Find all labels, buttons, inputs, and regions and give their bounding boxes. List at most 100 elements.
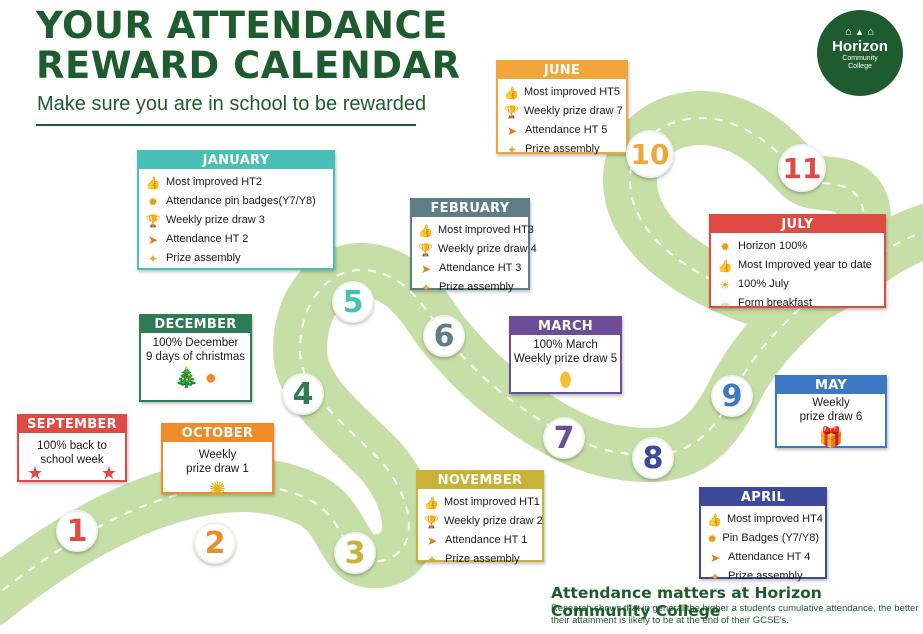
list-item: ☕Form breakfast	[717, 294, 878, 313]
card-september: SEPTEMBER 100% back to school week ★ ★	[17, 414, 127, 483]
thumbs-up-icon: 👍	[717, 258, 733, 273]
card-june: JUNE 👍Most improved HT5 🏆Weekly prize dr…	[496, 60, 628, 157]
thumbs-up-icon: 👍	[424, 495, 439, 510]
list-item: 👍Most improved HT5	[504, 85, 620, 100]
list-item: ✹Horizon 100%	[717, 237, 878, 256]
card-january: JANUARY 👍Most improved HT2 ✹Attendance p…	[137, 150, 335, 270]
card-title: MAY	[777, 377, 885, 394]
card-october: OCTOBER Weekly prize draw 1 ✺	[161, 423, 274, 501]
runner-icon: ➤	[506, 123, 518, 138]
list-item: ✹Attendance pin badges(Y7/Y8)	[145, 192, 327, 211]
card-title: SEPTEMBER	[19, 416, 125, 433]
card-text-2: prize draw 1	[186, 463, 249, 475]
card-title: NOVEMBER	[418, 472, 542, 489]
marker-6: 6	[423, 315, 465, 357]
card-text-1: 100% March	[533, 339, 598, 351]
card-text-2: school week	[40, 454, 104, 466]
list-item: ☀100% July	[717, 275, 878, 294]
page-subtitle: Make sure you are in school to be reward…	[37, 93, 427, 115]
pin-badge-icon: ✹	[147, 194, 159, 209]
marker-11: 11	[778, 144, 826, 192]
breakfast-icon: ☕	[719, 296, 731, 311]
footer-title: Attendance matters at Horizon Community …	[551, 584, 822, 620]
card-february: FEBRUARY 👍Most improved HT3 🏆Weekly priz…	[410, 198, 537, 295]
college-logo: ⌂ ▴ ⌂ Horizon Community College	[817, 10, 903, 96]
list-item: ➤Attendance HT 1	[424, 531, 536, 550]
card-title: APRIL	[701, 489, 825, 506]
card-text-1: 100% December	[152, 337, 239, 349]
card-april: APRIL 👍Most improved HT4 ✹Pin Badges (Y7…	[699, 487, 827, 584]
title-line-2: REWARD CALENDAR	[36, 44, 461, 87]
list-item: 👍Most Improved year to date	[717, 258, 872, 273]
thumbs-up-icon: 👍	[707, 512, 722, 527]
list-item: ➤Attendance HT 4	[707, 548, 819, 567]
card-title: JANUARY	[139, 152, 333, 169]
card-may: MAY Weekly prize draw 6 🎁	[775, 375, 887, 449]
card-title: FEBRUARY	[412, 200, 528, 217]
runner-icon: ➤	[426, 533, 438, 548]
list-item: 🏆Weekly prize draw 7	[504, 104, 623, 119]
list-item: ✦Prize assembly	[424, 550, 536, 569]
marker-5: 5	[332, 281, 374, 323]
sparkle-icon: ✦	[426, 552, 438, 567]
list-item: ✦Prize assembly	[707, 567, 819, 586]
bauble-icon: ●	[204, 367, 217, 389]
card-november: NOVEMBER 👍Most improved HT1 🏆Weekly priz…	[416, 470, 544, 567]
medal-icon: ✹	[719, 239, 731, 254]
thumbs-up-icon: 👍	[504, 85, 519, 100]
runner-icon: ➤	[147, 232, 159, 247]
christmas-tree-icon: 🎄	[174, 367, 200, 389]
marker-4: 4	[282, 373, 324, 415]
star-icon: ★	[100, 463, 117, 483]
runner-icon: ➤	[709, 550, 721, 565]
card-text-2: 9 days of christmas	[145, 351, 246, 363]
logo-name: Horizon	[832, 38, 888, 55]
logo-sub-1: Community	[842, 55, 878, 62]
gift-icon: 🎁	[818, 427, 844, 449]
card-title: OCTOBER	[163, 425, 272, 442]
pin-badge-icon: ✹	[707, 531, 718, 546]
list-item: 👍Most improved HT3	[418, 223, 534, 238]
title-divider	[36, 124, 416, 126]
list-item: ✦Prize assembly	[145, 249, 327, 268]
trophy-icon: 🏆	[504, 104, 519, 119]
card-title: JULY	[711, 216, 884, 233]
card-text-1: Weekly	[198, 449, 237, 461]
card-december: DECEMBER 100% December 9 days of christm…	[139, 314, 252, 402]
list-item: ➤Attendance HT 5	[504, 121, 620, 140]
marker-1: 1	[56, 510, 98, 552]
card-title: JUNE	[498, 62, 626, 79]
card-text-2: Weekly prize draw 5	[513, 353, 618, 365]
easter-egg-icon: ⬮	[559, 369, 572, 391]
logo-sub-2: College	[848, 63, 872, 70]
list-item: 👍Most improved HT2	[145, 175, 262, 190]
marker-8: 8	[632, 437, 674, 479]
star-icon: ★	[27, 463, 44, 483]
sparkle-icon: ✦	[147, 251, 159, 266]
sparkle-icon: ✦	[506, 142, 518, 157]
card-march: MARCH 100% March Weekly prize draw 5 ⬮	[509, 316, 622, 394]
card-text-1: Weekly	[812, 397, 850, 409]
list-item: ✹Pin Badges (Y7/Y8)	[707, 531, 819, 546]
card-text-1: 100% back to	[37, 440, 107, 452]
card-text-2: prize draw 6	[799, 411, 863, 423]
marker-10: 10	[626, 130, 674, 178]
sun-icon: ☀	[719, 277, 731, 292]
title-line-1: YOUR ATTENDANCE	[36, 4, 448, 47]
list-item: ✦Prize assembly	[418, 278, 522, 297]
list-item: 👍Most improved HT1	[424, 495, 540, 510]
card-july: JULY ✹Horizon 100% 👍Most Improved year t…	[709, 214, 886, 311]
logo-skyline-icon: ⌂ ▴ ⌂	[845, 26, 875, 38]
page-title: YOUR ATTENDANCE REWARD CALENDAR	[36, 6, 461, 86]
thumbs-up-icon: 👍	[145, 175, 161, 190]
marker-9: 9	[711, 375, 753, 417]
trophy-icon: 🏆	[145, 213, 161, 228]
trophy-icon: 🏆	[418, 242, 433, 257]
thumbs-up-icon: 👍	[418, 223, 433, 238]
marker-3: 3	[334, 532, 376, 574]
list-item: 🏆Weekly prize draw 4	[418, 242, 537, 257]
marker-7: 7	[543, 417, 585, 459]
runner-icon: ➤	[420, 261, 432, 276]
list-item: 🏆Weekly prize draw 3	[145, 213, 265, 228]
list-item: 🏆Weekly prize draw 2	[424, 514, 543, 529]
